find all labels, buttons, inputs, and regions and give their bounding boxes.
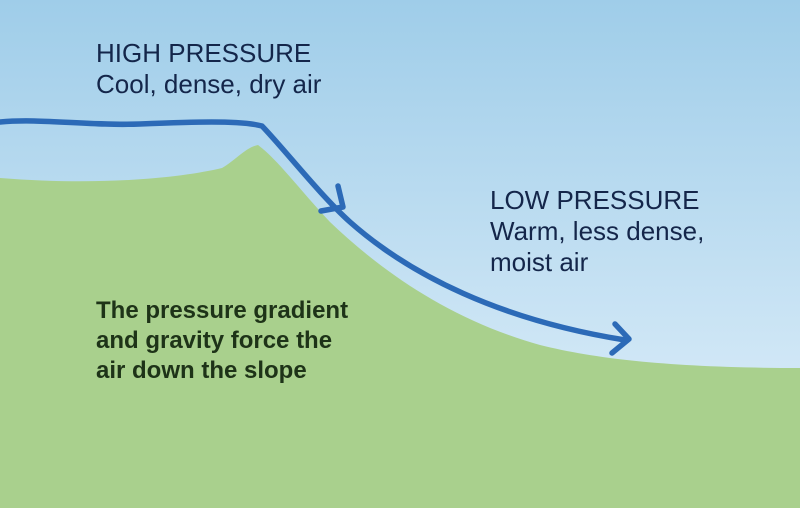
low-pressure-description-line2: moist air	[490, 247, 589, 278]
low-pressure-label: LOW PRESSURE Warm, less dense, moist air	[490, 185, 704, 279]
arrowhead-icon	[609, 321, 632, 356]
high-pressure-label: HIGH PRESSURE Cool, dense, dry air	[96, 38, 321, 100]
downslope-wind-arrow-icon	[0, 118, 628, 343]
high-pressure-title: HIGH PRESSURE	[96, 38, 312, 68]
arrowhead-icon	[318, 183, 346, 214]
explanation-text: The pressure gradient and gravity force …	[96, 296, 348, 386]
ground-slope	[0, 145, 800, 508]
explanation-line-2: and gravity force the	[96, 327, 333, 354]
low-pressure-title: LOW PRESSURE	[490, 185, 700, 215]
explanation-line-3: air down the slope	[96, 357, 307, 384]
explanation-line-1: The pressure gradient	[96, 297, 349, 324]
high-pressure-description: Cool, dense, dry air	[96, 69, 322, 100]
low-pressure-description-line1: Warm, less dense,	[490, 216, 705, 247]
